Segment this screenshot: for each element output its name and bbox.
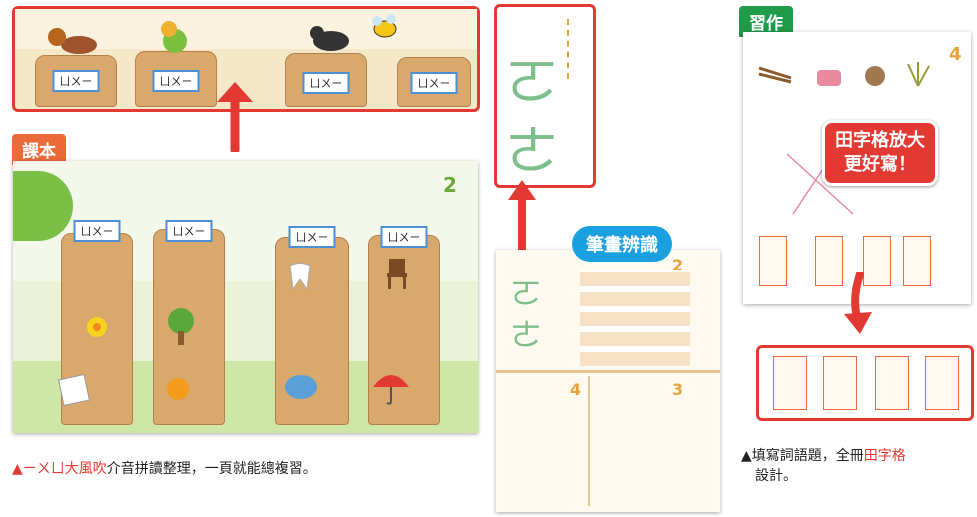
word-grid xyxy=(580,270,690,366)
stump-label: ㄩㄨㄧ xyxy=(165,220,213,242)
tree-foliage xyxy=(13,171,73,241)
caption-right-post: 設計。 xyxy=(755,468,797,484)
page-divider xyxy=(588,376,590,506)
stump-label: ㄩㄨㄧ xyxy=(410,72,458,94)
zoom-stump-1: ㄩㄨㄧ xyxy=(35,55,117,107)
divider-line xyxy=(496,370,720,373)
grid-cell xyxy=(773,356,807,410)
lesson-4-mark: 4 xyxy=(570,380,582,399)
grid-cell xyxy=(815,236,843,286)
lesson-4-digit: 4 xyxy=(949,44,962,65)
lesson-2-mark: 2 xyxy=(672,256,684,275)
symbol-upper-small: ㄛ xyxy=(510,274,543,312)
stump-label: ㄩㄨㄧ xyxy=(152,70,200,92)
stump-label: ㄩㄨㄧ xyxy=(73,220,121,242)
grid-cell xyxy=(903,236,931,286)
zoom-symbol-lower: ㄜ xyxy=(505,120,559,183)
workbook-spread: ㄛ ㄜ 2 4 3 xyxy=(496,250,720,512)
caption-right: ▲填寫詞語題，全冊田字格設計。 xyxy=(741,446,975,486)
chopsticks-icon xyxy=(758,66,792,84)
tag-keben: 課本 xyxy=(12,134,66,165)
stump-label: ㄩㄨㄧ xyxy=(52,70,100,92)
cat-icon xyxy=(865,66,885,86)
grass-icon xyxy=(907,62,930,87)
order-dots xyxy=(567,19,579,79)
caption-left-text: 介音拼讀整理，一頁就能總複習。 xyxy=(106,461,317,477)
orange-icon xyxy=(167,378,189,400)
umbrella-icon xyxy=(373,375,409,405)
chair-icon xyxy=(387,259,407,289)
zoom-stump-3: ㄩㄨㄧ xyxy=(285,53,367,107)
grid-cell xyxy=(925,356,959,410)
bee-icon xyxy=(372,14,397,38)
tooth-icon xyxy=(289,263,311,291)
crow-icon xyxy=(310,26,349,51)
stump-label: ㄩㄨㄧ xyxy=(302,72,350,94)
up-arrow-icon xyxy=(217,82,253,152)
zoom-stump-2: ㄩㄨㄧ xyxy=(135,51,217,107)
bag-icon xyxy=(817,70,841,86)
tree-icon xyxy=(168,308,194,345)
bubble-grid: 田字格放大 更好寫！ xyxy=(822,120,938,186)
zoom-stump-4: ㄩㄨㄧ xyxy=(397,57,471,107)
paper-icon xyxy=(57,373,91,407)
zoom-stroke-box: ㄛ ㄜ xyxy=(494,4,596,188)
lesson-3-mark: 3 xyxy=(672,380,684,399)
caption-right-highlight: 田字格 xyxy=(863,448,906,464)
stump-label: ㄩㄨㄧ xyxy=(380,226,428,248)
fish-bowl-icon xyxy=(285,375,317,399)
grid-cell xyxy=(863,236,891,286)
grid-cell xyxy=(823,356,857,410)
stump-label: ㄩㄨㄧ xyxy=(288,226,336,248)
bubble-stroke: 筆畫辨識 xyxy=(572,226,672,262)
textbook-page: 2 ㄩㄨㄧ ㄩㄨㄧ ㄩㄨㄧ ㄩㄨㄧ xyxy=(13,161,478,433)
symbol-lower-small: ㄜ xyxy=(510,316,543,354)
squirrel-icon xyxy=(48,28,97,54)
zoom-top-box: ㄩㄨㄧ ㄩㄨㄧ ㄩㄨㄧ ㄩㄨㄧ xyxy=(12,6,480,112)
tag-xizuo: 習作 xyxy=(739,6,793,37)
grid-cell xyxy=(875,356,909,410)
zoom-grid-box xyxy=(756,345,974,421)
flower-icon xyxy=(87,317,107,337)
grid-cell xyxy=(759,236,787,286)
caption-left: ▲ㄧㄨㄩ大風吹介音拼讀整理，一頁就能總複習。 xyxy=(12,458,317,478)
parrot-icon xyxy=(161,21,187,53)
caption-right-pre: ▲填寫詞語題，全冊 xyxy=(741,448,864,464)
zoom-symbol-upper: ㄛ xyxy=(505,50,559,113)
caption-left-highlight: ▲ㄧㄨㄩ大風吹 xyxy=(12,461,107,477)
up-arrow-icon xyxy=(508,180,536,256)
down-arrow-icon xyxy=(844,272,872,334)
lesson-number: 2 xyxy=(443,173,457,197)
